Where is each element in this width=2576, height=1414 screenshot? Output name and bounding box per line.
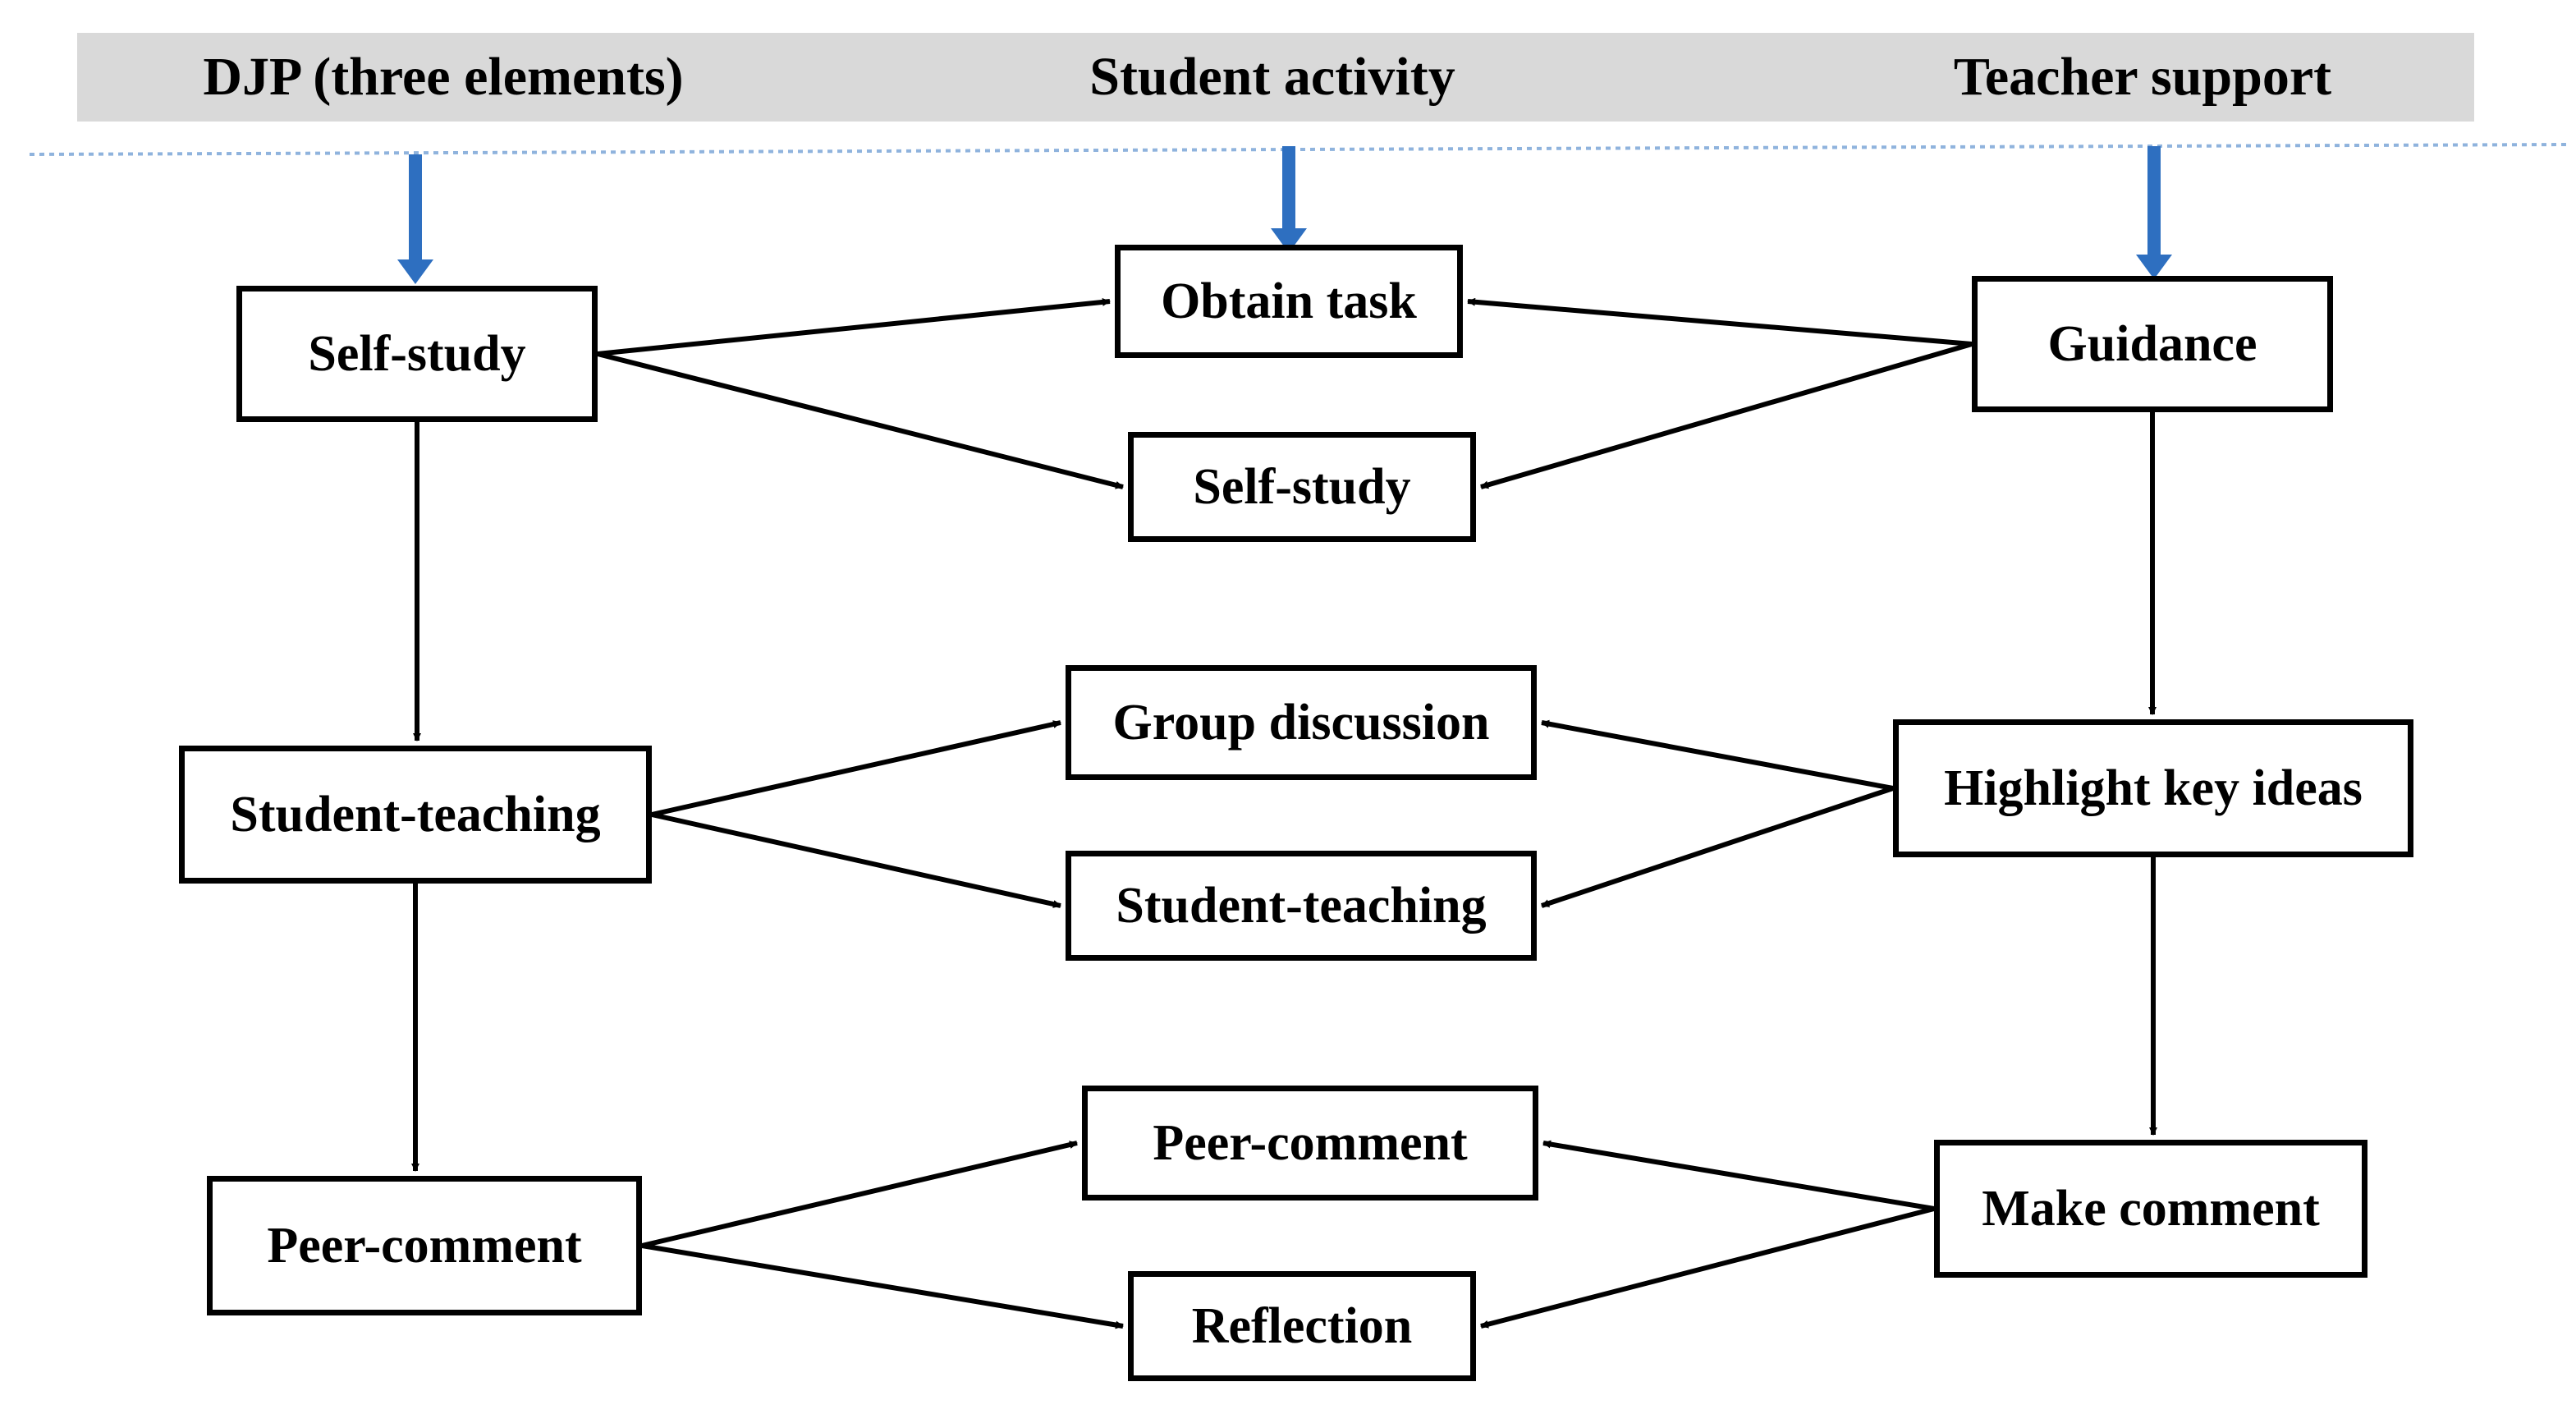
column-down-arrow-teacher [2136, 146, 2172, 279]
node-djp-student-teaching: Student-teaching [179, 746, 652, 884]
edge-djp_peer_comment-to-act_reflection [641, 1243, 1124, 1329]
edge-teach_highlight-to-act_group_discussion [1541, 719, 1894, 791]
column-header-teacher-support: Teacher support [1953, 47, 2332, 107]
node-activity-self-study: Self-study [1128, 432, 1476, 542]
edge-djp_student_teaching-to-act_student_teaching [651, 812, 1061, 908]
connector-edges [411, 297, 2157, 1329]
node-obtain-task: Obtain task [1115, 245, 1463, 358]
node-guidance: Guidance [1972, 276, 2333, 412]
node-reflection: Reflection [1128, 1271, 1476, 1381]
column-down-arrow-student [1271, 146, 1307, 253]
edge-djp_self_study-to-act_self_study [597, 351, 1124, 489]
header-divider [29, 143, 2570, 156]
node-djp-peer-comment: Peer-comment [207, 1176, 642, 1315]
column-down-arrow-djp [397, 154, 433, 284]
edge-djp_self_study-to-act_obtain_task [597, 297, 1111, 356]
edge-teach_guidance-to-act_obtain_task [1467, 297, 1973, 347]
header-band [77, 33, 2474, 122]
node-highlight-key-ideas: Highlight key ideas [1893, 719, 2413, 857]
node-make-comment: Make comment [1934, 1140, 2367, 1278]
node-group-discussion: Group discussion [1066, 665, 1537, 780]
edge-teach_guidance-to-act_self_study [1480, 342, 1973, 489]
node-djp-self-study: Self-study [236, 286, 598, 422]
edge-djp_peer_comment-to-act_peer_comment [641, 1141, 1078, 1248]
edge-teach_make_comment-to-act_reflection [1480, 1206, 1935, 1329]
column-header-djp: DJP (three elements) [203, 47, 684, 107]
node-activity-peer-comment: Peer-comment [1082, 1086, 1538, 1201]
edge-djp_student_teaching-to-act_group_discussion [651, 720, 1061, 817]
column-header-student-activity: Student activity [1089, 47, 1455, 107]
edge-teach_highlight-to-act_student_teaching [1541, 786, 1894, 908]
node-activity-student-teaching: Student-teaching [1066, 851, 1537, 961]
edge-teach_make_comment-to-act_peer_comment [1542, 1140, 1935, 1211]
